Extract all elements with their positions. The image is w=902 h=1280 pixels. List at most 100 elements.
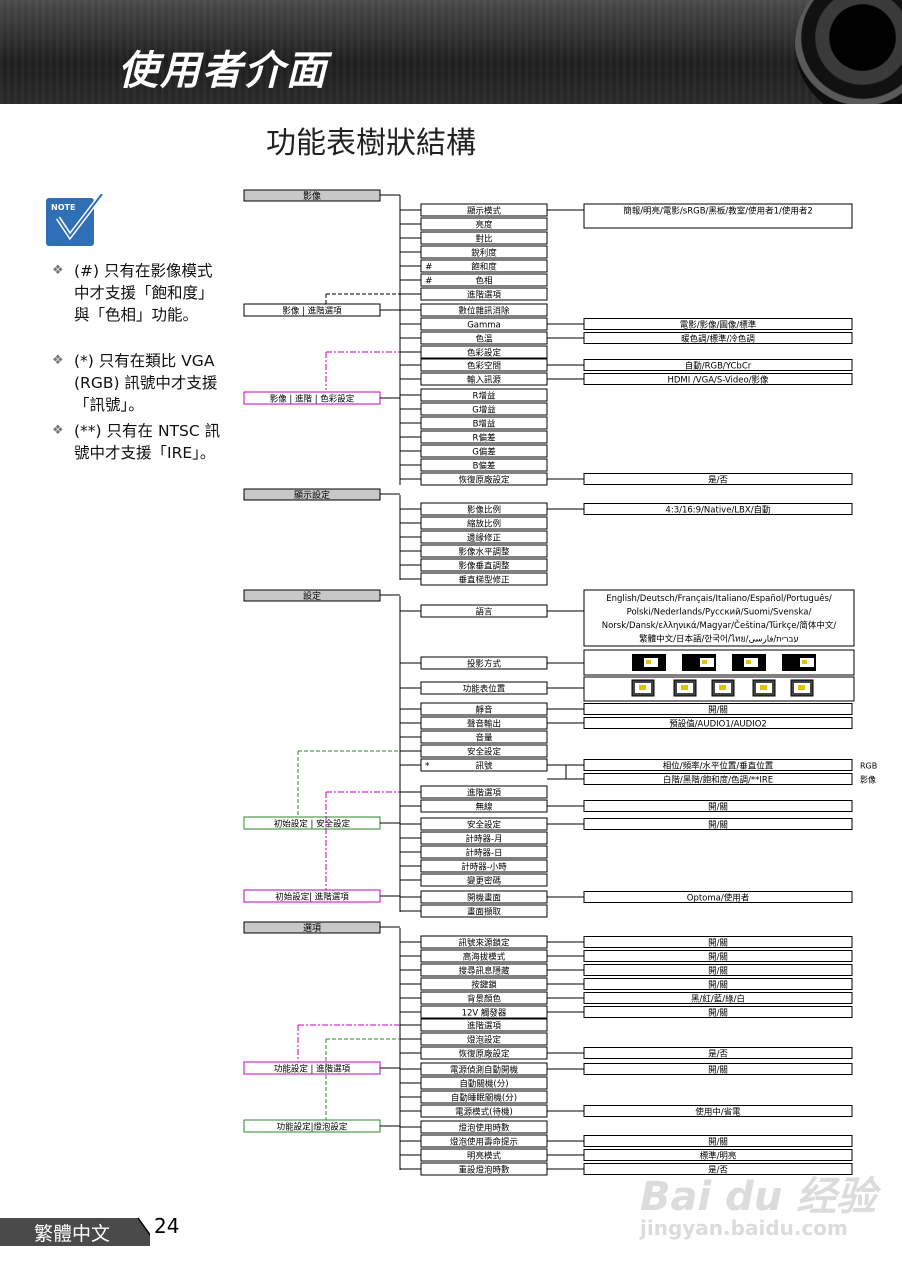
menu-item-label: 進階選項 [467, 1021, 502, 1032]
projector-icon [802, 660, 807, 664]
section-label: 選項 [303, 923, 321, 934]
menu-tree-diagram: 影像顯示設定設定選項顯示模式亮度對比銳利度飽和度#色相#進階選項數位雜訊消除Ga… [243, 189, 877, 1176]
menu-item-label: 自動睡眠關機(分) [451, 1093, 517, 1104]
menu-item-label: 無線 [475, 802, 493, 813]
subgroup-label: 影像 | 進階選項 [282, 306, 342, 317]
menu-item-label: 色彩空間 [467, 361, 501, 372]
menu-item-label: 功能表位置 [463, 684, 506, 695]
note-text: (#) 只有在影像模式中才支援「飽和度」與「色相」功能。 [74, 262, 214, 324]
menu-item-label: R增益 [473, 391, 496, 402]
menu-item-label: 計時器-月 [465, 834, 502, 845]
subgroup-label: 影像 | 進階 | 色彩設定 [270, 394, 355, 405]
menu-item-label: 靜音 [475, 705, 493, 716]
language-option-line: 繁體中文/日本語/한국어/ไทย/עברית/فارسی [639, 634, 799, 645]
menu-item-label: Gamma [467, 321, 501, 331]
menu-item-label: 訊號 [475, 761, 493, 772]
projector-lens-image [795, 0, 902, 104]
value-label: 預設值/AUDIO1/AUDIO2 [669, 719, 767, 730]
menu-item-label: 色相 [475, 276, 492, 287]
value-label: 是/否 [708, 1050, 728, 1060]
diamond-bullet-icon: ❖ [52, 423, 64, 438]
menu-item-label: 亮度 [475, 220, 493, 231]
value-label: 開/關 [708, 967, 728, 977]
menu-marker-icon [639, 685, 646, 690]
menu-item-label: 12V 觸發器 [462, 1008, 507, 1019]
menu-item-label: 音量 [475, 733, 493, 744]
value-label: 自動/RGB/YCbCr [685, 361, 752, 372]
language-options-box [583, 589, 855, 647]
value-label: 電影/影像/圖像/標準 [680, 320, 757, 331]
value-label: 開/關 [708, 953, 728, 963]
menu-item-label: 銳利度 [471, 248, 497, 259]
value-side-label: 影像 [860, 775, 876, 785]
header-banner: 使用者介面 [0, 0, 902, 104]
menu-item-label: B增益 [473, 419, 496, 430]
note-text: (**) 只有在 NTSC 訊號中才支援「IRE」。 [74, 422, 221, 462]
menu-item-label: 重設燈泡時數 [458, 1165, 510, 1176]
menu-item-label: 影像垂直調整 [458, 561, 510, 572]
menu-item-label: 邊緣修正 [467, 533, 502, 544]
menu-item-label: 明亮模式 [467, 1151, 502, 1162]
menu-item-label: 對比 [475, 234, 492, 245]
menu-item-label: 計時器-日 [465, 848, 502, 859]
menu-item-mark: # [425, 263, 433, 273]
menu-item-label: 搜尋訊息隱藏 [458, 966, 510, 977]
subgroup-label: 功能設定 | 進階選項 [274, 1064, 351, 1075]
menu-item-label: 變更密碼 [467, 876, 502, 887]
menu-item-label: G增益 [472, 405, 496, 416]
menu-marker-icon [719, 685, 726, 690]
menu-item-label: 按鍵鎖 [471, 980, 497, 991]
menu-item-label: 燈泡使用壽命提示 [450, 1137, 518, 1148]
value-label: HDMI /VGA/S-Video/影像 [667, 375, 769, 386]
menu-item-label: 安全設定 [467, 747, 502, 758]
menu-item-label: 影像水平調整 [458, 547, 510, 558]
menu-item-label: 燈泡設定 [467, 1035, 502, 1046]
value-label: 標準/明亮 [700, 1151, 737, 1162]
language-option-line: English/Deutsch/Français/Italiano/Españo… [606, 593, 832, 604]
value-label: 開/關 [708, 981, 728, 991]
subgroup-label: 初始設定 | 安全設定 [274, 819, 351, 830]
header-title: 使用者介面 [118, 48, 328, 94]
menu-item-label: 顯示模式 [467, 206, 502, 217]
value-label: 開/關 [708, 821, 728, 831]
value-label: 開/關 [708, 706, 728, 716]
note-ire: ❖ (**) 只有在 NTSC 訊號中才支援「IRE」。 [52, 420, 222, 464]
section-label: 設定 [303, 590, 321, 602]
watermark-logo: Bai du 经验 [640, 1174, 877, 1220]
note-icon-label: NOTE [51, 203, 75, 212]
note-icon: NOTE [46, 194, 104, 246]
value-label: 是/否 [708, 1166, 728, 1176]
diamond-bullet-icon: ❖ [52, 353, 64, 368]
section-label: 影像 [303, 190, 321, 202]
menu-item-label: G偏差 [472, 447, 496, 458]
menu-item-label: 開機畫面 [467, 893, 502, 904]
page-title: 功能表樹狀結構 [266, 126, 476, 161]
footer-language: 繁體中文 [34, 1223, 111, 1245]
menu-item-label: B偏差 [473, 461, 496, 472]
menu-item-label: 色溫 [475, 334, 493, 345]
menu-item-label: 電源模式(待機) [455, 1107, 513, 1118]
menu-item-label: 語言 [475, 607, 493, 618]
menu-item-label: 投影方式 [467, 659, 502, 670]
projector-icon [702, 660, 707, 664]
menu-item-label: 電源偵測自動開機 [450, 1065, 519, 1076]
menu-item-label: 計時器-小時 [461, 862, 507, 873]
value-label: 開/關 [708, 1138, 728, 1148]
menu-item-label: 恢復原廠設定 [458, 475, 510, 486]
diamond-bullet-icon: ❖ [52, 263, 64, 278]
menu-item-label: 數位雜訊消除 [458, 306, 510, 317]
value-label: 簡報/明亮/電影/sRGB/黑板/教室/使用者1/使用者2 [623, 206, 813, 217]
value-label: 白階/黑階/飽和度/色調/**IRE [663, 775, 773, 786]
menu-item-mark: # [425, 277, 433, 287]
menu-item-label: 畫面擷取 [467, 907, 502, 918]
value-label: 開/關 [708, 803, 728, 813]
language-option-line: Norsk/Dansk/ελληνικά/Magyar/Čeština/Türk… [602, 619, 837, 631]
menu-item-label: 安全設定 [467, 820, 502, 831]
menu-item-label: 背景顏色 [467, 994, 502, 1005]
watermark-url: jingyan.baidu.com [640, 1216, 848, 1240]
menu-item-label: 垂直梯型修正 [458, 575, 510, 586]
menu-item-label: 自動關機(分) [459, 1079, 508, 1090]
menu-marker-icon [798, 685, 805, 690]
subgroup-label: 功能設定|燈泡設定 [277, 1122, 348, 1133]
note-signal: ❖ (*) 只有在類比 VGA (RGB) 訊號中才支援「訊號」。 [52, 350, 222, 416]
